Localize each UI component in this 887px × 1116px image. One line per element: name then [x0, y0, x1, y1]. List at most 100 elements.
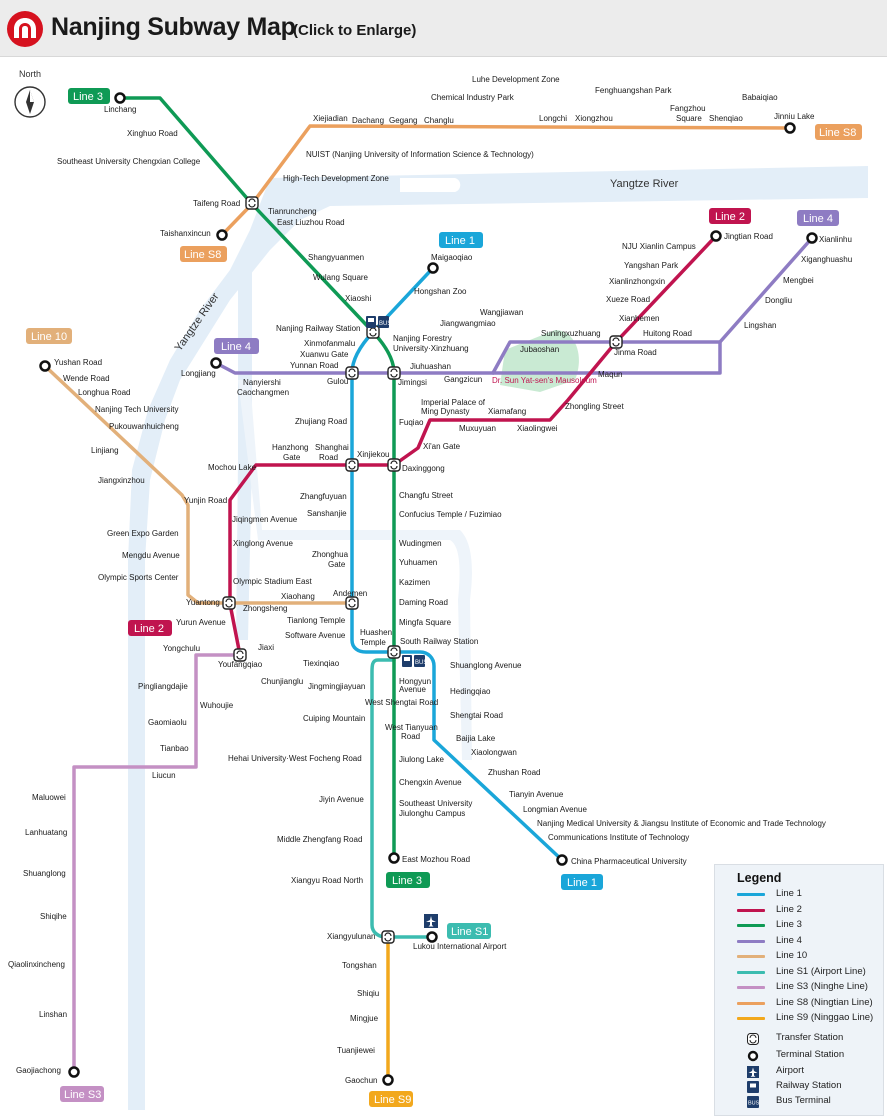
- subway-map: Yangtze River Yangtze River: [8, 75, 868, 1110]
- transfer-yuantong: [222, 596, 236, 610]
- station-dachang: Dachang: [352, 116, 384, 125]
- station-nanjing-forestry: Nanjing Forestry: [393, 334, 452, 343]
- mausoleum-park: [500, 330, 579, 392]
- station-dongliu: Dongliu: [765, 296, 792, 305]
- enlarge-link[interactable]: (Click to Enlarge): [293, 22, 417, 39]
- station-jiaxi: Jiaxi: [258, 643, 274, 652]
- station-sanshanjie: Sanshanjie: [307, 509, 347, 518]
- station-west-tianyuan: West Tianyuan: [385, 723, 438, 732]
- tag-s8-west: Line S8: [184, 249, 221, 261]
- railway-icon: [747, 1081, 759, 1093]
- station-daming-road: Daming Road: [399, 598, 448, 607]
- transfer-gulou: [345, 366, 359, 380]
- station-south-railway: South Railway Station: [400, 637, 478, 646]
- station-fangzhou: Fangzhou: [670, 104, 706, 113]
- airport-icon: [747, 1066, 759, 1078]
- terminal-taishanxincun: [216, 229, 228, 241]
- station-mingfa-square: Mingfa Square: [399, 618, 452, 627]
- station-gangzicun: Gangzicun: [444, 375, 482, 384]
- station-xiejiadian: Xiejiadian: [313, 114, 348, 123]
- rivers: [128, 166, 868, 1110]
- bus-icon: BUS: [378, 316, 391, 328]
- station-confucius-temple: Confucius Temple / Fuzimiao: [399, 510, 502, 519]
- station-xiaohang: Xiaohang: [281, 592, 315, 601]
- station-shenqiao: Shenqiao: [709, 114, 743, 123]
- station-xian-gate: Xi'an Gate: [423, 442, 461, 451]
- station-middle-zhengfang: Middle Zhengfang Road: [277, 835, 362, 844]
- tag-line4-west: Line 4: [221, 341, 251, 353]
- mausoleum-label: Dr. Sun Yat-sen's Mausoleum: [492, 376, 597, 385]
- station-fuqiao: Fuqiao: [399, 418, 424, 427]
- station-green-expo: Green Expo Garden: [107, 529, 179, 538]
- station-shanghai-road: Shanghai: [315, 443, 349, 452]
- terminal-linchang: [114, 92, 126, 104]
- station-xinjiekou: Xinjiekou: [357, 450, 389, 459]
- railway-icon-south: [402, 655, 412, 667]
- metro-lines: [43, 96, 814, 1082]
- transfer-xinjiekou: [345, 458, 359, 472]
- tag-s3: Line S3: [64, 1089, 101, 1101]
- station-xiamafang: Xiamafang: [488, 407, 526, 416]
- yangtze-label-north: Yangtze River: [610, 178, 679, 190]
- station-shiqiu: Shiqiu: [357, 989, 379, 998]
- station-linchang: Linchang: [104, 105, 136, 114]
- tag-line1-north: Line 1: [445, 235, 475, 247]
- bus-icon: BUS: [747, 1096, 759, 1108]
- station-shengtai-road: Shengtai Road: [450, 711, 503, 720]
- line-2: [228, 234, 718, 657]
- station-changlu: Changlu: [424, 116, 454, 125]
- station-yuantong: Yuantong: [186, 598, 220, 607]
- station-qiaolinxincheng: Qiaolinxincheng: [8, 960, 65, 969]
- station-linshan: Linshan: [39, 1010, 67, 1019]
- station-hanzhong-gate: Hanzhong: [272, 443, 308, 452]
- station-tiexinqiao: Tiexinqiao: [303, 659, 340, 668]
- terminal-east-mozhou: [388, 852, 400, 864]
- compass-label: North: [19, 69, 42, 79]
- station-shanghai-road-2: Road: [319, 453, 338, 462]
- station-daxinggong: Daxinggong: [402, 464, 445, 473]
- terminal-icon: [747, 1050, 759, 1062]
- station-east-mozhou: East Mozhou Road: [402, 855, 470, 864]
- station-taishanxincun: Taishanxincun: [160, 229, 211, 238]
- terminal-stations: [39, 92, 818, 1086]
- tag-line1-south: Line 1: [567, 877, 597, 889]
- station-yuhuamen: Yuhuamen: [399, 558, 437, 567]
- station-jiuhuashan: Jiuhuashan: [410, 362, 451, 371]
- svg-text:BUS: BUS: [748, 1101, 759, 1107]
- station-jinma-road: Jinma Road: [614, 348, 657, 357]
- line-s1: [370, 658, 434, 939]
- station-labels: Linchang Xinghuo Road Southeast Universi…: [8, 75, 852, 1085]
- station-nanjing-forestry-2: University·Xinzhuang: [393, 344, 469, 353]
- station-chunjianglu: Chunjianglu: [261, 677, 303, 686]
- station-babaiqiao: Babaiqiao: [742, 93, 778, 102]
- station-xiaoshi: Xiaoshi: [345, 294, 371, 303]
- transfer-south-railway: [387, 645, 401, 659]
- transfer-andemen: [345, 596, 359, 610]
- line-tags: Line 3 Line 1 Line 2 Line 4 Line 4 Line …: [26, 88, 862, 1107]
- station-wulang-square: Wulang Square: [313, 273, 369, 282]
- station-lukou: Lukou International Airport: [413, 942, 507, 951]
- bus-icon-south: BUS: [414, 655, 427, 667]
- station-wende-road: Wende Road: [63, 374, 110, 383]
- station-software-avenue: Software Avenue: [285, 631, 346, 640]
- station-longchi: Longchi: [539, 114, 567, 123]
- station-zhongling-street: Zhongling Street: [565, 402, 624, 411]
- station-linjiang: Linjiang: [91, 446, 119, 455]
- line-10: [43, 364, 354, 605]
- station-longmian-avenue: Longmian Avenue: [523, 805, 587, 814]
- station-east-liuzhou: East Liuzhou Road: [277, 218, 345, 227]
- station-gaojiachong: Gaojiachong: [16, 1066, 61, 1075]
- station-xianhemen: Xianhemen: [619, 314, 659, 323]
- station-imperial-palace-2: Ming Dynasty: [421, 407, 469, 416]
- station-olympic-sports: Olympic Sports Center: [98, 573, 179, 582]
- transfer-stations: [222, 196, 623, 944]
- nanjing-metro-logo-icon: [7, 11, 43, 47]
- station-xiangyulunan: Xiangyulunan: [327, 932, 375, 941]
- station-xinmofanmalu: Xinmofanmalu: [304, 339, 355, 348]
- station-xianlinzhongxin: Xianlinzhongxin: [609, 277, 665, 286]
- station-chengxin: Chengxin Avenue: [399, 778, 462, 787]
- tag-line4-east: Line 4: [803, 213, 833, 225]
- station-imperial-palace: Imperial Palace of: [421, 398, 486, 407]
- line-1: [350, 266, 564, 862]
- station-gaochun: Gaochun: [345, 1076, 377, 1085]
